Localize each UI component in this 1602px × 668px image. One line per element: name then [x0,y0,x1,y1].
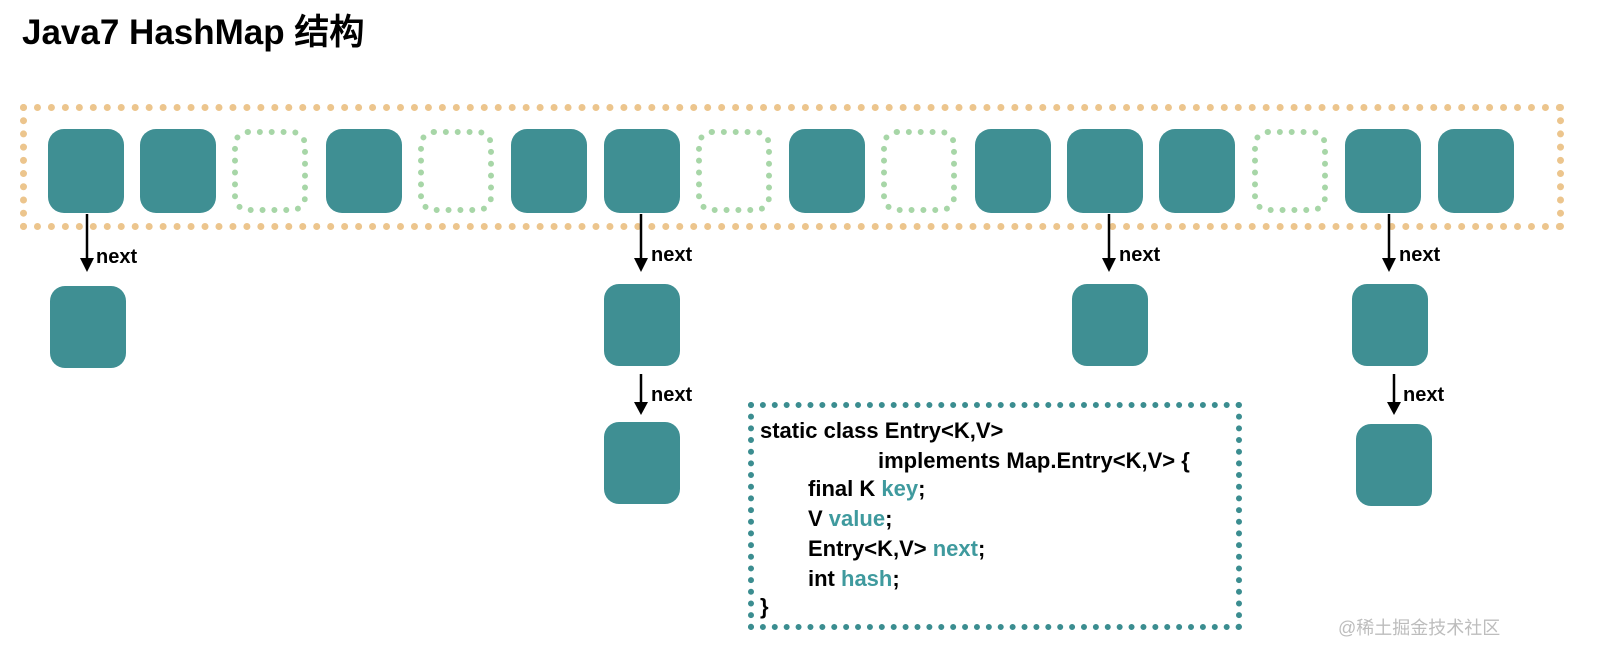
code-closing-brace: } [760,594,769,619]
next-pointer-label: next [651,384,693,406]
next-pointer-label: next [651,244,693,266]
entry-class-code-box: static class Entry<K,V> implements Map.E… [748,402,1242,630]
bucket-filled [1067,129,1143,213]
code-type-text: V [808,506,829,531]
bucket-filled [511,129,587,213]
bucket-filled [789,129,865,213]
linked-entry-node [1352,284,1428,366]
arrow-down-icon [634,374,648,415]
next-pointer-label: next [96,246,138,268]
code-field-hash: int hash; [808,566,900,592]
code-semicolon: ; [977,536,986,561]
code-field-next: Entry<K,V> next; [808,536,985,562]
arrow-down-icon [634,214,648,272]
linked-entry-node [604,284,680,366]
linked-entry-node [1072,284,1148,366]
bucket-empty [1252,129,1328,213]
next-pointer-label: next [1403,384,1445,406]
code-class-declaration: static class Entry<K,V> [760,418,1004,443]
arrow-down-icon [80,214,94,272]
watermark: @稀土掘金技术社区 [1338,618,1501,638]
code-semicolon: ; [892,566,900,591]
bucket-filled [975,129,1051,213]
linked-entry-node [50,286,126,368]
arrow-down-icon [1102,214,1116,272]
bucket-filled [48,129,124,213]
code-type-text: Entry<K,V> [808,536,933,561]
bucket-empty [696,129,772,213]
next-pointer-label: next [1119,244,1161,266]
code-semicolon: ; [885,506,893,531]
linked-entry-node [1356,424,1432,506]
code-field-name: hash [841,566,893,591]
bucket-filled [326,129,402,213]
code-implements-clause: implements Map.Entry<K,V> { [878,448,1190,473]
code-type-text: int [808,566,841,591]
code-field-key: final K key; [808,476,925,502]
arrow-down-icon [1382,214,1396,272]
code-field-name: key [881,476,919,501]
bucket-filled [1438,129,1514,213]
hash-table-array [20,104,1564,230]
bucket-empty [232,129,308,213]
bucket-filled [604,129,680,213]
linked-entry-node [604,422,680,504]
code-field-name: value [828,506,886,531]
bucket-filled [140,129,216,213]
bucket-empty [418,129,494,213]
diagram-title: Java7 HashMap 结构 [22,13,365,52]
bucket-filled [1345,129,1421,213]
code-semicolon: ; [918,476,926,501]
code-field-name: next [932,536,978,561]
next-pointer-label: next [1399,244,1441,266]
code-field-value: V value; [808,506,892,532]
arrow-down-icon [1387,374,1401,415]
code-type-text: final K [808,476,882,501]
bucket-filled [1159,129,1235,213]
bucket-empty [881,129,957,213]
